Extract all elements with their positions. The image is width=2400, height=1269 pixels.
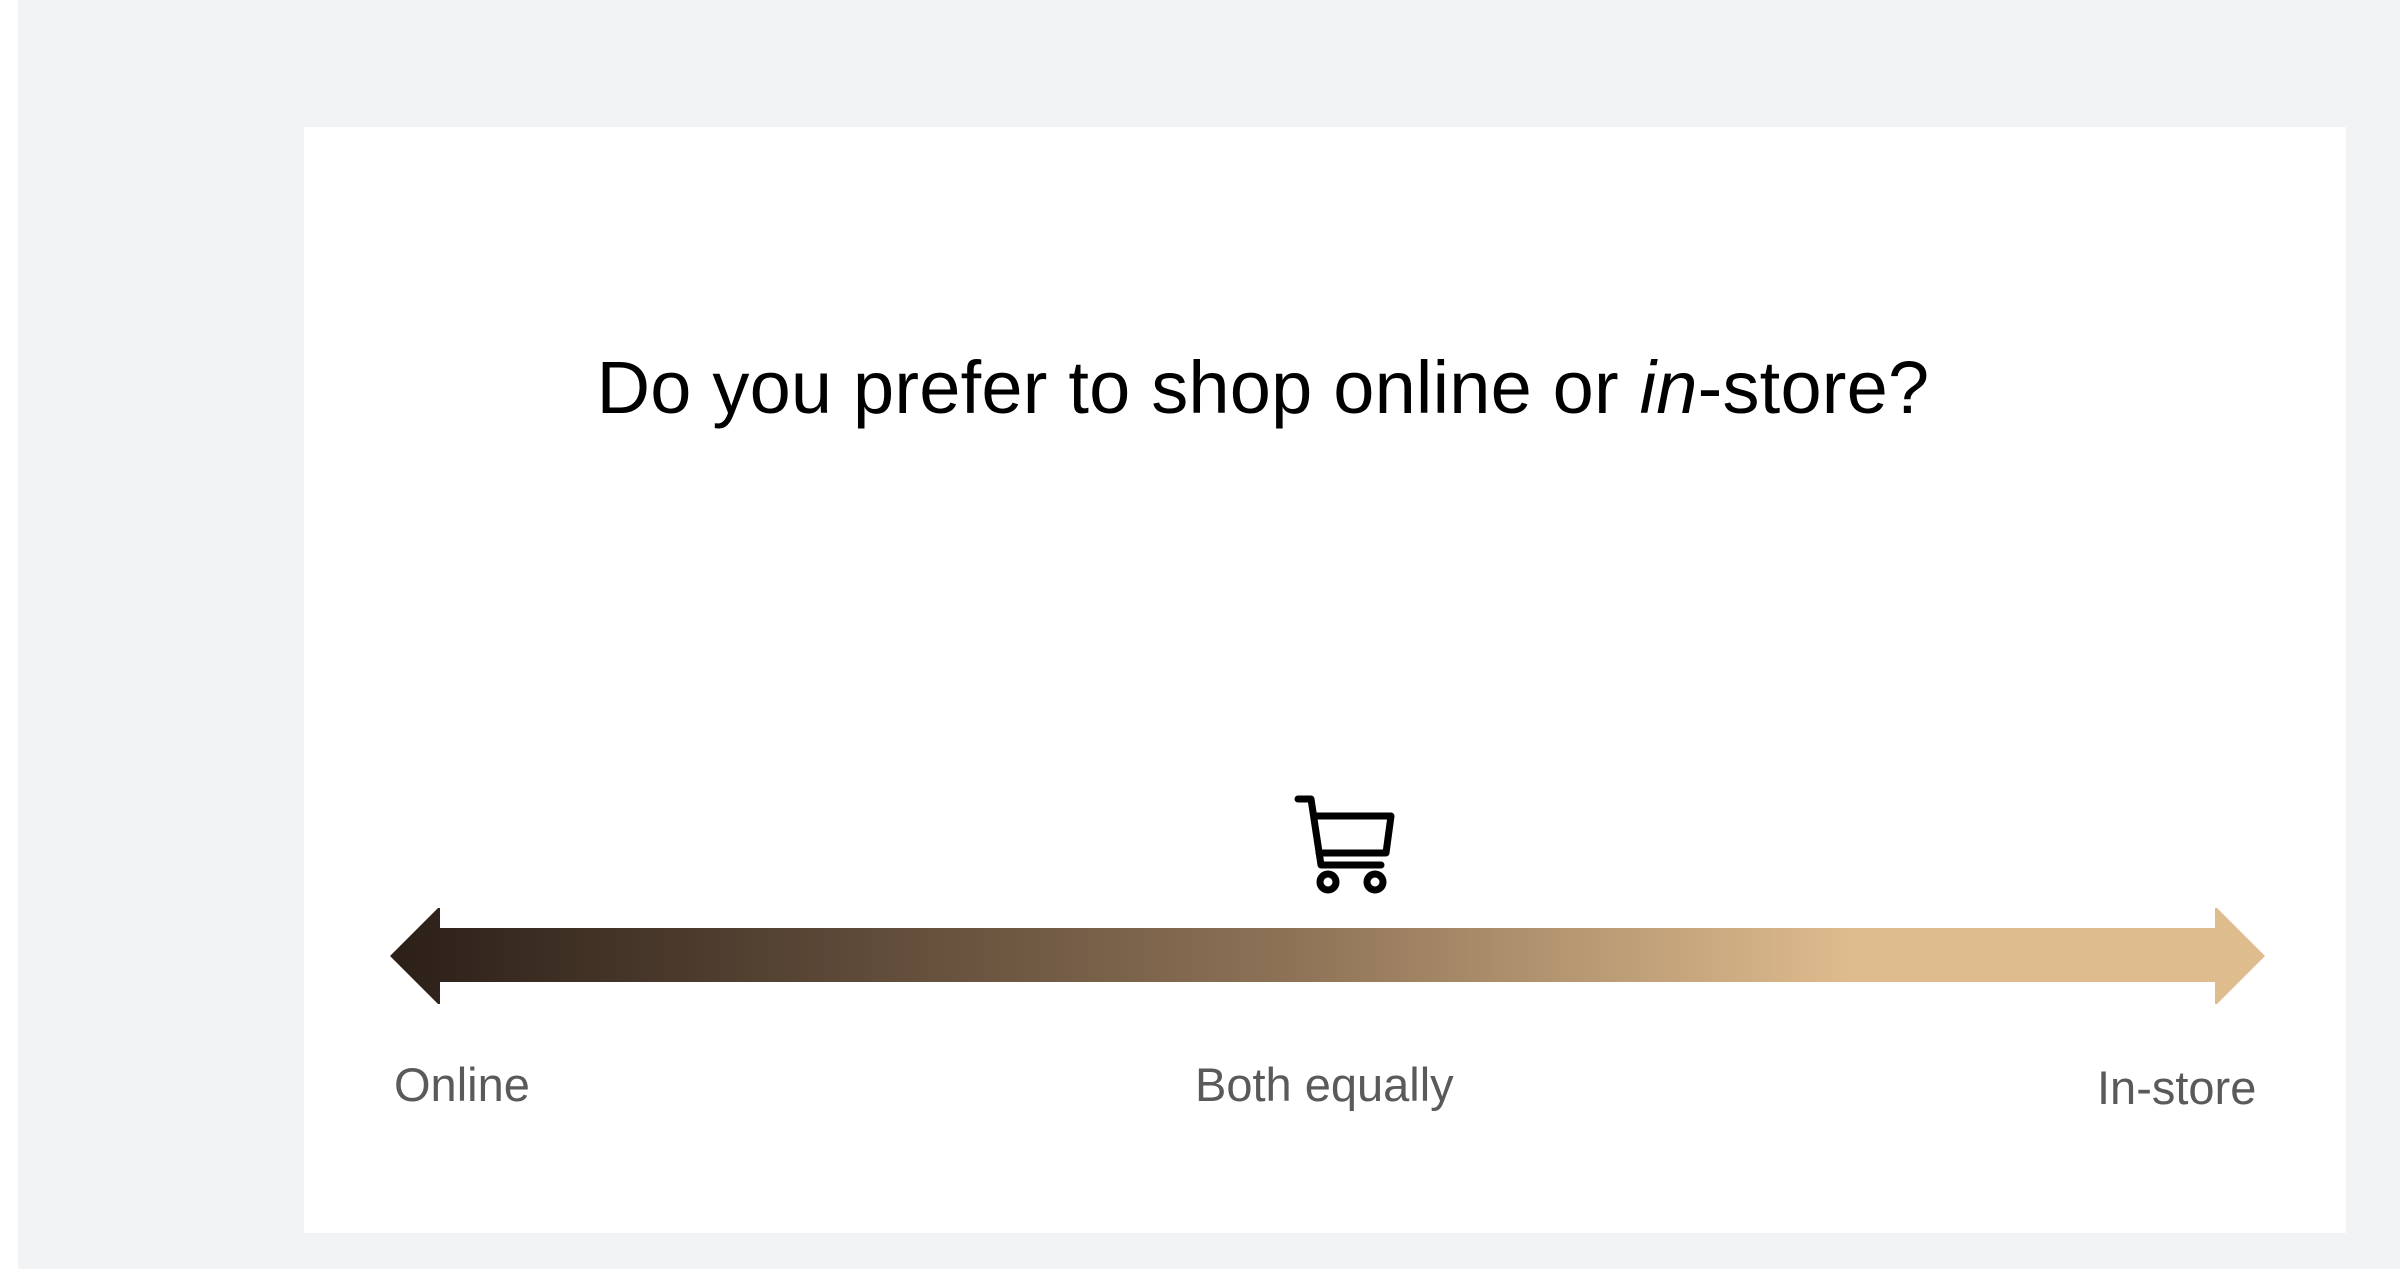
question-title: Do you prefer to shop online or in-store… bbox=[0, 345, 2400, 430]
question-card bbox=[304, 127, 2346, 1233]
shopping-cart-icon[interactable] bbox=[1294, 790, 1398, 894]
double-arrow-track[interactable] bbox=[390, 908, 2265, 1004]
question-text-emphasis: in bbox=[1639, 346, 1698, 429]
question-text-after: -store? bbox=[1697, 346, 1930, 429]
label-in-store: In-store bbox=[2097, 1061, 2257, 1114]
preference-slider[interactable] bbox=[390, 790, 2265, 1020]
label-online: Online bbox=[394, 1058, 530, 1111]
label-both-equally: Both equally bbox=[1195, 1058, 1454, 1111]
slider-track[interactable] bbox=[390, 900, 2265, 1010]
question-text-before: Do you prefer to shop online or bbox=[596, 346, 1640, 429]
